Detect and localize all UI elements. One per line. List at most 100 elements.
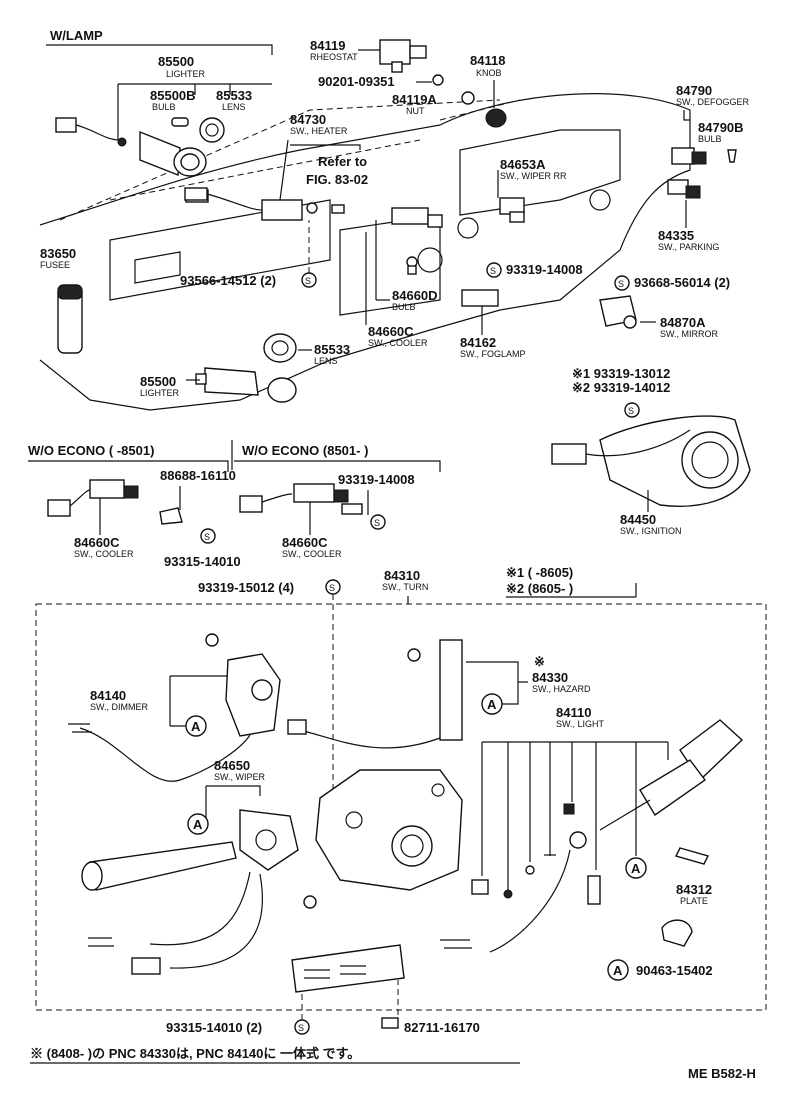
- circle-a-1: A: [185, 715, 207, 737]
- label-84162-desc: SW., FOGLAMP: [460, 349, 526, 359]
- label-84870a: 84870A: [660, 315, 706, 330]
- label-84660c-desc: SW., COOLER: [368, 338, 428, 348]
- svg-text:S: S: [628, 406, 634, 416]
- svg-text:S: S: [204, 532, 210, 542]
- bracket-wo-econo: [28, 440, 441, 472]
- screw-symbol-7: S: [325, 579, 341, 595]
- label-93319-15012: 93319-15012 (4): [198, 580, 294, 595]
- diagram-code: ME B582-H: [688, 1066, 756, 1081]
- nut-part: [461, 91, 475, 105]
- label-93566: 93566-14512 (2): [180, 273, 276, 288]
- header-w-lamp: W/LAMP: [50, 28, 103, 43]
- label-84790b: 84790B: [698, 120, 744, 135]
- wiper-switch: [81, 809, 299, 975]
- label-85500b-desc: BULB: [152, 102, 176, 112]
- svg-text:A: A: [613, 963, 623, 978]
- leader-84140: [169, 675, 230, 727]
- leader-84110: [481, 741, 669, 890]
- rheostat-part: [379, 39, 427, 73]
- circle-a-3: A: [625, 857, 647, 879]
- label-84660c3-desc: SW., COOLER: [282, 549, 342, 559]
- footer-note: ※ (8408- )の PNC 84330は, PNC 84140に 一体式 で…: [30, 1046, 360, 1061]
- label-84335-desc: SW., PARKING: [658, 242, 719, 252]
- label-84118: 84118: [470, 53, 505, 68]
- label-84140-desc: SW., DIMMER: [90, 702, 148, 712]
- label-85500b: 85500B: [150, 88, 196, 103]
- clip-part: [381, 1017, 399, 1029]
- label-88688: 88688-16110: [160, 468, 236, 483]
- cooler-switch-a: [47, 479, 183, 525]
- label-84653a: 84653A: [500, 157, 546, 172]
- label-93668: 93668-56014 (2): [634, 275, 730, 290]
- plate-part: [674, 847, 710, 865]
- label-93319-13012: ※1 93319-13012: [572, 366, 670, 381]
- svg-text:A: A: [193, 817, 203, 832]
- label-90201: 90201-09351: [318, 74, 395, 89]
- screw-symbol-4: S: [624, 402, 640, 418]
- turn-switch-box: [35, 603, 767, 1011]
- circle-a-5: A: [187, 813, 209, 835]
- label-84330: 84330: [532, 670, 568, 685]
- svg-text:S: S: [490, 266, 496, 276]
- label-84870a-desc: SW., MIRROR: [660, 329, 718, 339]
- fusee-part: [57, 284, 83, 354]
- label-85500c-desc: LIGHTER: [140, 388, 180, 398]
- range-note-1: ※1 ( -8605): [506, 565, 573, 580]
- dashboard-knob-hole-3: [417, 247, 443, 273]
- label-85500c: 85500: [140, 374, 176, 389]
- label-85500: 85500: [158, 54, 194, 69]
- bracket-w-lamp: [46, 44, 273, 55]
- lighter-lower: [195, 367, 297, 403]
- label-84653a-desc: SW., WIPER RR: [500, 171, 567, 181]
- label-84119: 84119: [310, 38, 345, 53]
- knob-part: [485, 108, 507, 128]
- refer-fig: FIG. 83-02: [306, 172, 368, 187]
- dashboard-knob-hole-2: [589, 189, 611, 211]
- refer-text: Refer to: [318, 154, 367, 169]
- label-84660c2-desc: SW., COOLER: [74, 549, 134, 559]
- dashboard-knob-hole-1: [457, 217, 479, 239]
- label-84660d: 84660D: [392, 288, 438, 303]
- dashboard-outline: [39, 93, 691, 411]
- label-84119a: 84119A: [392, 92, 437, 107]
- label-star: ※: [534, 654, 545, 669]
- label-84110-desc: SW., LIGHT: [556, 719, 605, 729]
- label-84730: 84730: [290, 112, 326, 127]
- heater-switch: [184, 187, 443, 228]
- svg-text:A: A: [631, 861, 641, 876]
- parking-switch: [667, 179, 701, 199]
- band-part: [661, 919, 693, 947]
- label-84335: 84335: [658, 228, 694, 243]
- label-93315-b: 93315-14010 (2): [166, 1020, 262, 1035]
- relay-connector: [291, 944, 405, 993]
- label-90463: 90463-15402: [636, 963, 713, 978]
- label-93319-14012: ※2 93319-14012: [572, 380, 670, 395]
- label-84119-desc: RHEOSTAT: [310, 52, 358, 62]
- label-84312-desc: PLATE: [680, 896, 708, 906]
- label-84790-desc: SW., DEFOGGER: [676, 97, 750, 107]
- label-84650-desc: SW., WIPER: [214, 772, 266, 782]
- svg-text:S: S: [305, 276, 311, 286]
- label-84650: 84650: [214, 758, 250, 773]
- turn-switch-body: [303, 769, 463, 909]
- leader-84330: [466, 661, 528, 705]
- label-85533: 85533: [216, 88, 252, 103]
- label-82711: 82711-16170: [404, 1020, 480, 1035]
- label-84312: 84312: [676, 882, 712, 897]
- label-84162: 84162: [460, 335, 496, 350]
- label-85533b: 85533: [314, 342, 350, 357]
- label-85533-desc: LENS: [222, 102, 246, 112]
- lighter-assembly: [55, 117, 225, 203]
- svg-text:S: S: [618, 279, 624, 289]
- label-84310: 84310: [384, 568, 420, 583]
- hazard-switch: [287, 639, 463, 749]
- leader-84730: [279, 139, 289, 201]
- label-84660d-desc: BULB: [392, 302, 416, 312]
- label-93319-14008: 93319-14008: [506, 262, 583, 277]
- dimmer-switch: [68, 633, 281, 782]
- label-84660c: 84660C: [368, 324, 414, 339]
- screw-symbol-6: S: [370, 514, 386, 530]
- header-wo-econo-b: W/O ECONO (8501- ): [242, 443, 368, 458]
- light-switch: [440, 719, 744, 953]
- washer-part: [432, 74, 444, 86]
